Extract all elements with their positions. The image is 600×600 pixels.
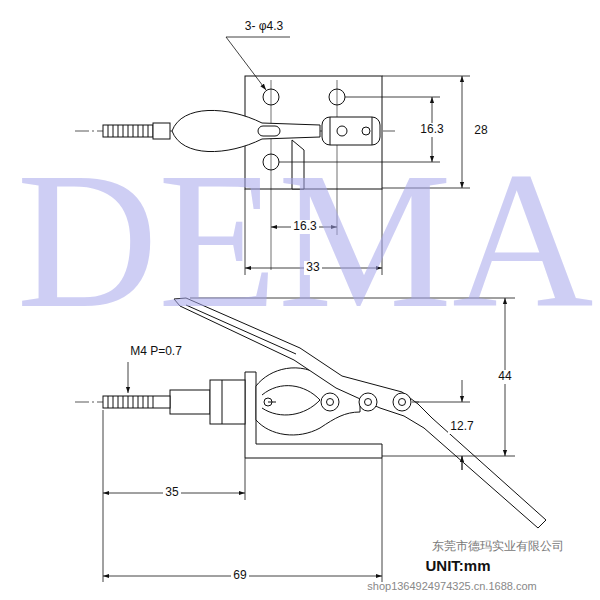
side-view-line [103, 396, 170, 408]
hole-callout: 3- φ4.3 [245, 20, 283, 33]
side-view-line [108, 396, 153, 408]
top-view-dimensions-line [382, 76, 470, 77]
side-view-dimensions-line [128, 362, 129, 393]
unit-note: UNIT:mm [425, 558, 490, 575]
dimension: 35 [163, 486, 180, 499]
top-view-dimensions-line [345, 97, 440, 98]
side-view-line [210, 380, 245, 424]
side-view-line [399, 399, 406, 406]
side-view-dimensions-line [103, 410, 104, 582]
side-view-dimensions-line [245, 458, 246, 500]
side-view-dimensions-line [382, 456, 515, 457]
top-view-dimensions-line [226, 37, 290, 38]
thread-callout: M4 P=0.7 [130, 345, 182, 358]
dimension: 69 [231, 569, 248, 582]
side-view-line [365, 399, 372, 406]
side-view-dimensions-line [462, 380, 463, 402]
side-view-line [327, 399, 334, 406]
dimension: 44 [496, 370, 513, 383]
top-view-dimensions-line [226, 37, 266, 90]
watermark: DEMA [16, 132, 593, 348]
side-view-line [170, 390, 210, 414]
dimension: 28 [474, 124, 487, 137]
dimension: 16.3 [418, 123, 445, 136]
dimension: 12.7 [448, 420, 475, 433]
dimension: 33 [304, 261, 321, 274]
side-view-dimensions-line [462, 456, 463, 470]
side-view-dimensions-line [412, 402, 470, 403]
side-view-dimensions-line [382, 458, 383, 582]
side-view-line [359, 393, 377, 411]
side-view-line [321, 393, 339, 411]
side-view-line [262, 386, 320, 415]
side-view-line [264, 398, 272, 406]
side-view-dimensions-line [462, 456, 463, 470]
side-view-line [393, 393, 411, 411]
shop-url: shop1364924974325.cn.1688.com [367, 580, 536, 592]
side-view-line [222, 380, 223, 424]
shop-watermark: 东莞市德玛实业有限公司 [432, 540, 564, 553]
dimension: 16.3 [291, 220, 318, 233]
